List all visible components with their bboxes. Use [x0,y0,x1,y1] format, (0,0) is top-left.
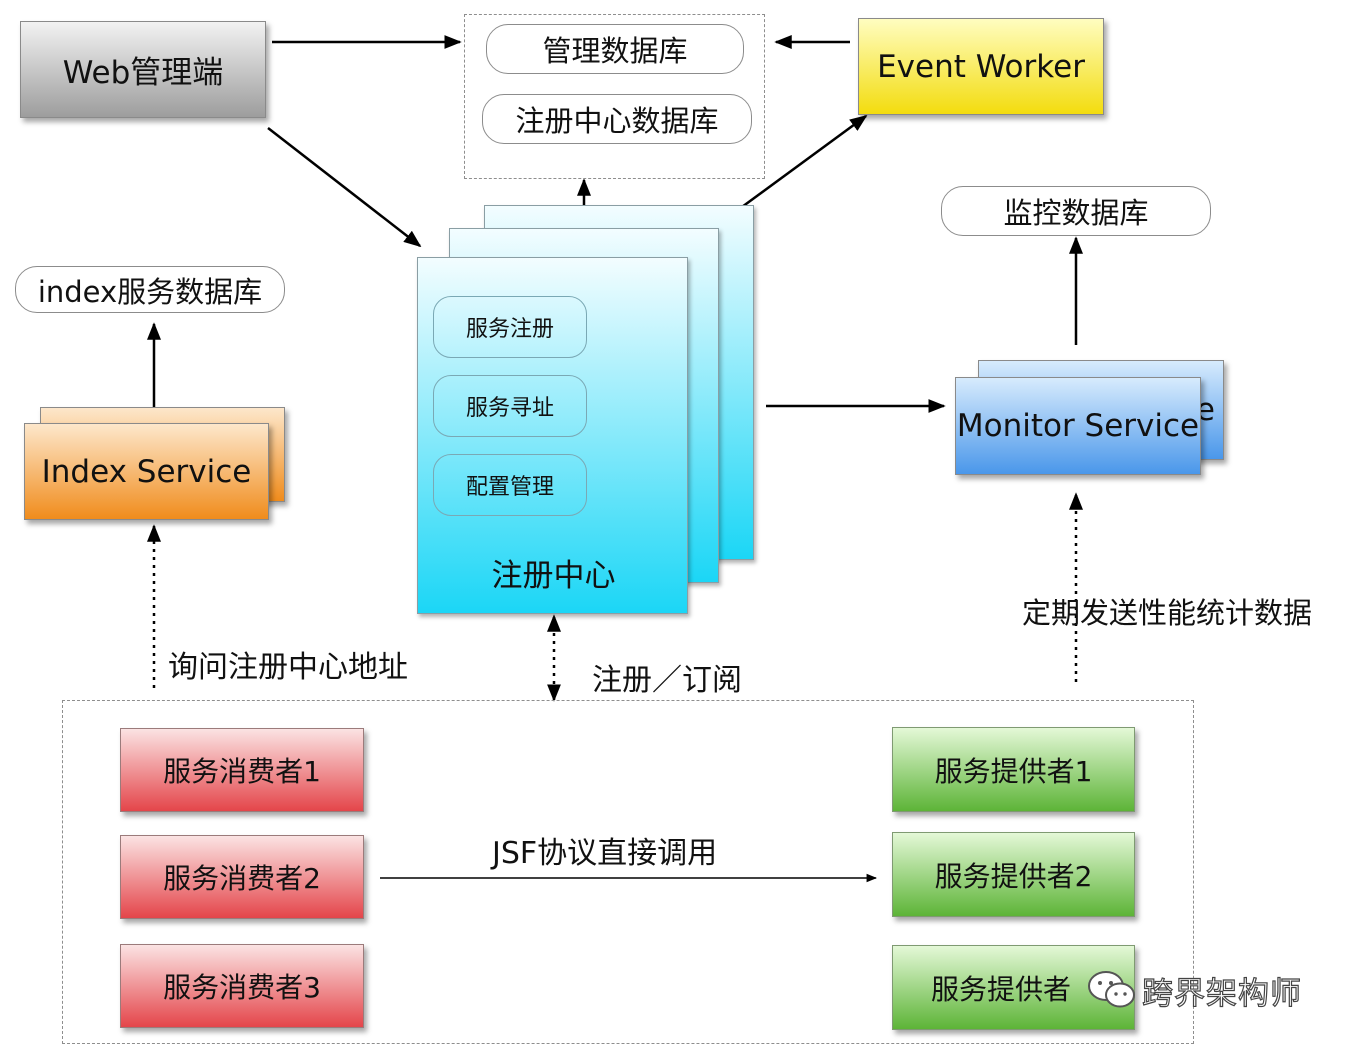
registry-center-title: 注册中心 [491,558,616,594]
web-admin-box: Web管理端 [20,21,266,118]
database-group-frame [464,14,765,179]
registry-function-register: 服务注册 [433,296,587,358]
consumer-box-2: 服务消费者2 [120,835,364,919]
label-register-subscribe: 注册／订阅 [592,663,742,698]
label-jsf-direct-call: JSF协议直接调用 [492,836,718,871]
arrow-web-to-registry [267,127,422,248]
consumer-box-3: 服务消费者3 [120,944,364,1028]
registry-center-box: 服务注册 服务寻址 配置管理 注册中心 [417,257,688,614]
provider-box-2: 服务提供者2 [892,832,1135,917]
registry-db: 注册中心数据库 [482,94,752,144]
monitor-service-box: Monitor Service [955,377,1201,475]
service-group-frame [62,700,1194,1044]
registry-function-config: 配置管理 [433,454,587,516]
provider-box-3: 服务提供者 [892,945,1135,1030]
label-ask-registry-address: 询问注册中心地址 [168,650,408,685]
watermark: 跨界架构师 [1086,965,1326,1015]
monitor-db: 监控数据库 [941,186,1211,236]
index-service-box: Index Service [24,423,269,520]
label-send-perf-stats: 定期发送性能统计数据 [1022,596,1313,630]
consumer-box-1: 服务消费者1 [120,728,364,812]
admin-db: 管理数据库 [486,24,744,74]
registry-function-discovery: 服务寻址 [433,375,587,437]
wechat-icon [1088,971,1135,1008]
provider-box-1: 服务提供者1 [892,727,1135,812]
watermark-text: 跨界架构师 [1141,975,1302,1012]
provider-box-3-label: 服务提供者 [931,972,1072,1006]
index-db: index服务数据库 [15,266,285,313]
event-worker-box: Event Worker [858,18,1104,115]
